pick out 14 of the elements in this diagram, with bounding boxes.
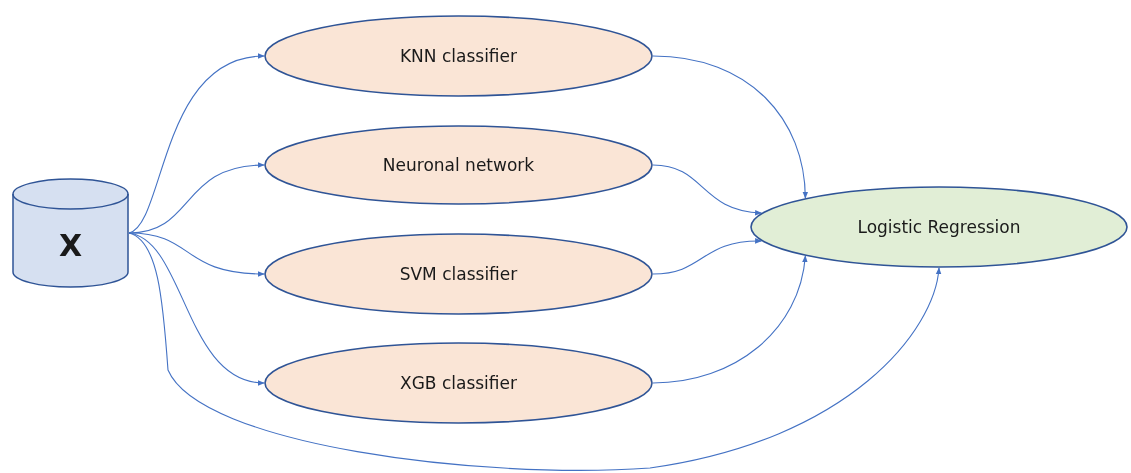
arrow xyxy=(652,55,808,199)
arrow xyxy=(652,255,808,384)
node-label: KNN classifier xyxy=(399,46,518,66)
node-label: SVM classifier xyxy=(399,264,518,284)
arrow xyxy=(128,54,265,234)
node-label: X xyxy=(58,227,83,263)
arrow xyxy=(652,238,763,275)
node-label: XGB classifier xyxy=(400,373,517,393)
node-label: Neuronal network xyxy=(382,155,535,175)
arrow xyxy=(128,162,265,234)
arrow xyxy=(128,232,941,471)
arrow xyxy=(652,164,763,216)
node-label: Logistic Regression xyxy=(857,217,1021,237)
arrow xyxy=(128,232,265,277)
